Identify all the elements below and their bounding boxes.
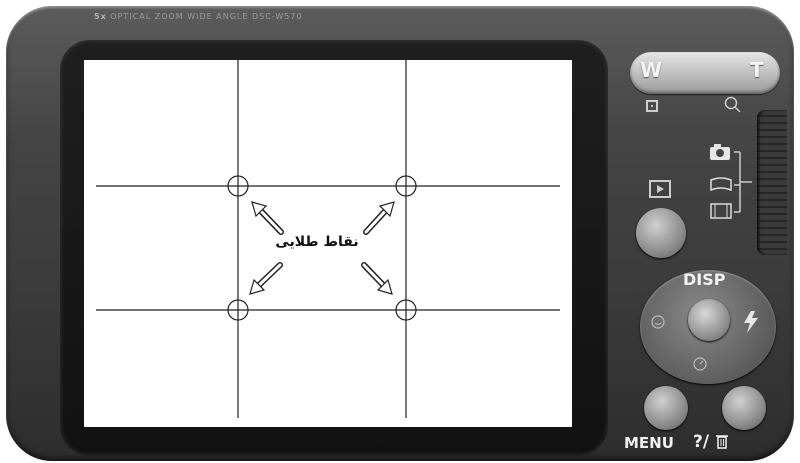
zoom-tele-label[interactable]: T (750, 58, 764, 82)
help-label: ?/ (693, 432, 709, 452)
golden-points-label: نقاط طلایی (262, 234, 372, 250)
magnify-icon (724, 96, 742, 118)
menu-button[interactable] (644, 386, 688, 430)
self-timer-icon (692, 356, 708, 376)
zoom-brand: 5x (94, 12, 107, 21)
camera-model-text: 5x OPTICAL ZOOM WIDE ANGLE DSC-W570 (94, 12, 303, 21)
playback-button[interactable] (636, 208, 686, 258)
help-delete-button[interactable] (722, 386, 766, 430)
arrow-bottom-left-icon (250, 265, 280, 294)
index-grid-icon (646, 100, 658, 112)
camera-icon (710, 144, 730, 160)
movie-icon (711, 204, 731, 218)
trash-icon (715, 433, 729, 449)
playback-icon (649, 180, 671, 198)
menu-label: MENU (624, 434, 674, 452)
help-delete-label: ?/ (693, 432, 729, 452)
zoom-wide-label[interactable]: W (640, 58, 662, 82)
strap-grip (757, 110, 787, 255)
arrow-top-left-icon (252, 202, 281, 232)
smile-shutter-icon (650, 314, 666, 334)
arrow-bottom-right-icon (364, 265, 392, 294)
disp-label: DISP (683, 270, 725, 289)
model-line: OPTICAL ZOOM WIDE ANGLE DSC-W570 (110, 12, 302, 21)
arrow-top-right-icon (366, 202, 394, 232)
center-ok-button[interactable] (688, 299, 730, 341)
panorama-icon (711, 178, 731, 190)
mode-switch-icons[interactable] (708, 142, 754, 226)
flash-icon (742, 310, 760, 338)
